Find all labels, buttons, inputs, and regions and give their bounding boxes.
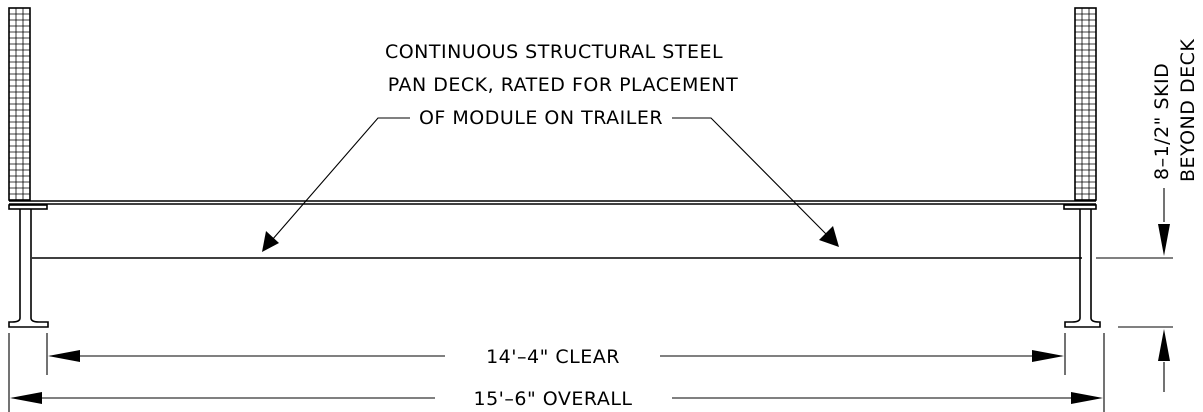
leader-left-arrowhead (262, 231, 279, 252)
note-line-1: CONTINUOUS STRUCTURAL STEEL (385, 41, 723, 63)
note-line-3: OF MODULE ON TRAILER (419, 107, 663, 129)
overall-arrow-right (1071, 392, 1103, 404)
overall-dimension: 15'–6" OVERALL (10, 388, 1103, 410)
left-wall-framing (8, 7, 31, 201)
leader-left (262, 117, 410, 252)
skid-label-line-1: 8–1/2" SKID (1151, 63, 1173, 180)
clear-dimension: 14'–4" CLEAR (48, 346, 1064, 368)
right-wall-framing (1074, 7, 1097, 201)
clear-arrow-right (1032, 350, 1064, 362)
clear-arrow-left (48, 350, 80, 362)
extension-lines (8, 257, 1173, 412)
skid-label-line-2: BEYOND DECK (1177, 39, 1199, 182)
overall-arrow-left (10, 392, 42, 404)
left-i-beam (8, 204, 49, 328)
steel-pan-deck (9, 200, 1096, 259)
overall-dimension-label: 15'–6" OVERALL (474, 388, 633, 410)
skid-dimension: 8–1/2" SKID BEYOND DECK (1151, 39, 1199, 392)
leader-right-arrowhead (819, 226, 839, 247)
note-line-2: PAN DECK, RATED FOR PLACEMENT (388, 74, 738, 96)
leader-right (672, 117, 839, 247)
skid-arrow-down (1158, 224, 1170, 256)
deck-note: CONTINUOUS STRUCTURAL STEEL PAN DECK, RA… (385, 41, 738, 129)
clear-dimension-label: 14'–4" CLEAR (486, 346, 620, 368)
right-i-beam (1063, 204, 1101, 328)
skid-arrow-up (1158, 329, 1170, 361)
